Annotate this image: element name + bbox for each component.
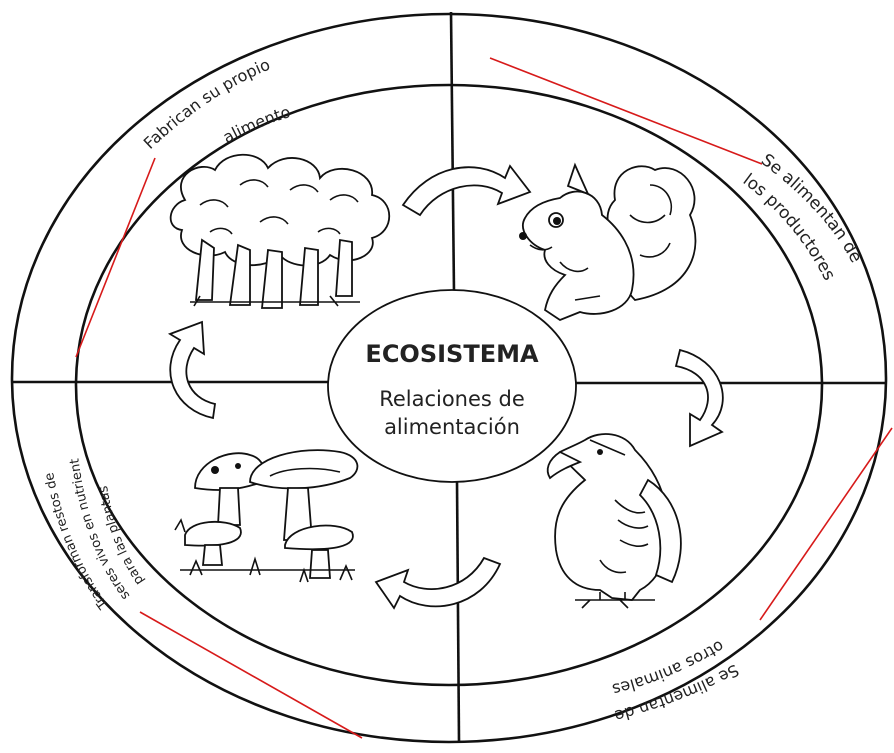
- cycle-arrow-icon: [167, 164, 724, 610]
- trees-icon: [169, 153, 390, 309]
- arrow-left: [167, 320, 217, 420]
- center-subtitle-line2: alimentación: [384, 415, 520, 439]
- arrow-bottom: [374, 556, 502, 610]
- divider-vertical-top: [449, 11, 456, 294]
- center-title: ECOSISTEMA: [365, 340, 539, 368]
- inner-ring: [74, 83, 824, 687]
- arrow-top: [401, 164, 532, 217]
- red-pointer-top-right: [489, 57, 763, 165]
- center-circle: [327, 289, 577, 483]
- squirrel-icon: [519, 162, 697, 322]
- label-productores-2: alimento: [220, 102, 293, 147]
- outer-ring: [10, 12, 888, 744]
- center-subtitle-line1: Relaciones de: [379, 387, 525, 411]
- red-pointers: [75, 57, 893, 739]
- divider-vertical-bottom: [455, 480, 461, 743]
- red-pointer-right: [759, 427, 893, 621]
- mushrooms-icon: [174, 449, 359, 583]
- arrow-right: [674, 348, 724, 448]
- red-pointer-bottom-left: [139, 611, 363, 739]
- red-pointer-top-left: [75, 157, 156, 358]
- eagle-icon: [546, 433, 682, 609]
